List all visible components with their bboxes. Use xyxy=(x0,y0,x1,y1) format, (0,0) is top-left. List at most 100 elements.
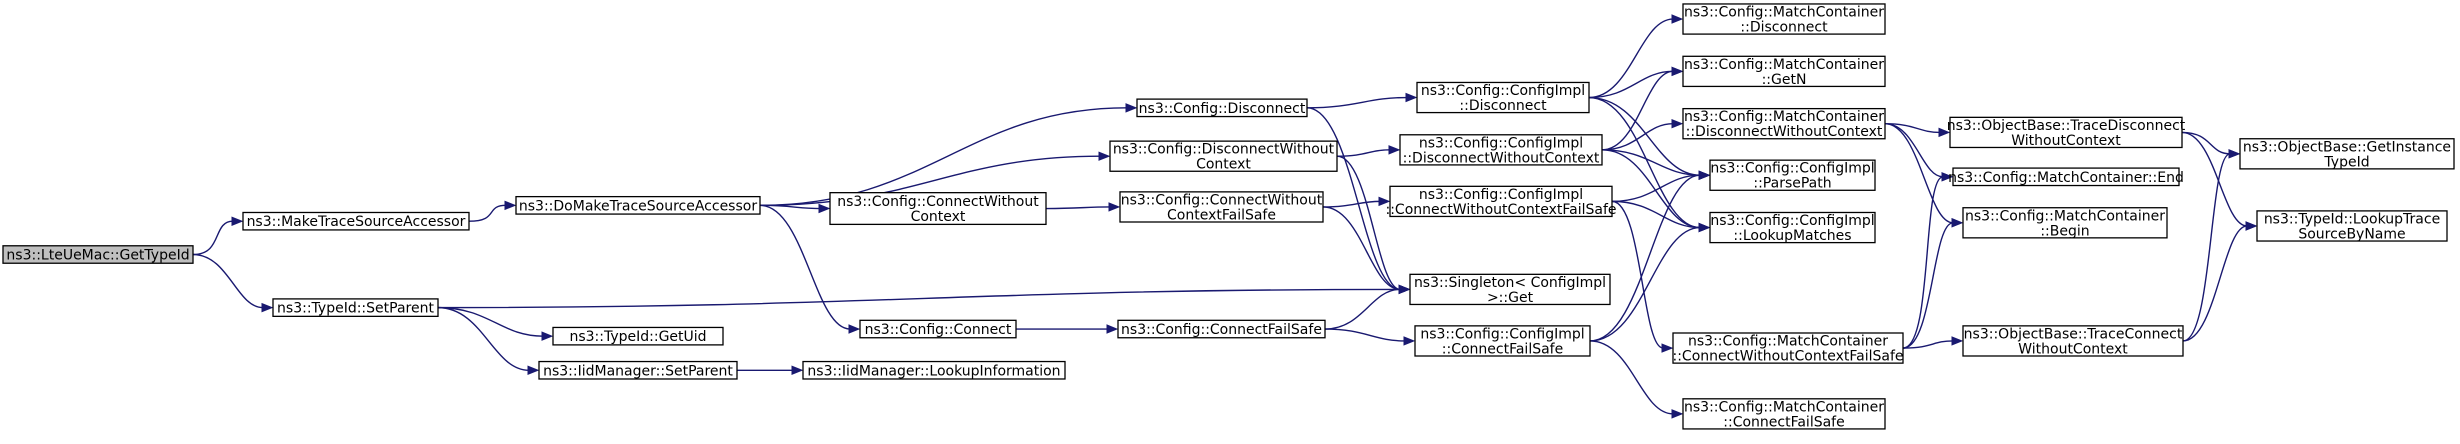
node-objectbase-tracedisconnectwithoutcontext[interactable]: ns3::ObjectBase::TraceDisconnectWithoutC… xyxy=(1947,116,2186,149)
node-label: ::LookupMatches xyxy=(1733,228,1851,244)
arrowhead xyxy=(1671,409,1684,419)
node-box xyxy=(515,195,761,215)
node-label: ns3::Config::ConnectWithout xyxy=(1121,192,1323,208)
edge-configimpl-connectfailsafe-to-configimpl-parsepath xyxy=(1589,170,1711,342)
node-label: ns3::IidManager::SetParent xyxy=(543,363,733,379)
node-label: ns3::MakeTraceSourceAccessor xyxy=(247,214,466,230)
node-iidmanager-lookupinformation[interactable]: ns3::IidManager::LookupInformation xyxy=(802,360,1066,380)
arrowhead xyxy=(1671,14,1684,24)
node-domaketracesourceaccessor[interactable]: ns3::DoMakeTraceSourceAccessor xyxy=(515,195,761,215)
node-label: ns3::Config::MatchContainer xyxy=(1965,208,2165,224)
node-label: ns3::Config::ConnectFailSafe xyxy=(1121,322,1322,338)
node-matchcontainer-disconnect[interactable]: ns3::Config::MatchContainer::Disconnect xyxy=(1682,3,1886,36)
node-label: ns3::Singleton< ConfigImpl xyxy=(1414,275,1606,291)
node-box xyxy=(1672,332,1904,364)
node-label: SourceByName xyxy=(2298,226,2405,242)
node-label: ::Disconnect xyxy=(1740,20,1828,36)
edge-matchcontainer-connectwithoutcontextfailsafe-to-matchcontainer-begin xyxy=(1902,218,1964,349)
node-label: ::DisconnectWithoutContext xyxy=(1686,124,1883,140)
edge-config-connectfailsafe-to-singleton-get xyxy=(1324,284,1411,330)
node-typeid-getuid[interactable]: ns3::TypeId::GetUid xyxy=(552,326,724,346)
node-configimpl-lookupmatches[interactable]: ns3::Config::ConfigImpl::LookupMatches xyxy=(1709,211,1876,244)
node-box xyxy=(1949,116,2183,149)
node-label: TypeId xyxy=(2323,154,2369,170)
node-label: ns3::LteUeMac::GetTypeId xyxy=(6,248,189,264)
edge-lteuemac-gettypeid-to-typeid-setparent xyxy=(192,253,274,313)
node-label: ns3::Config::MatchContainer xyxy=(1688,334,1888,350)
edge-maketracesourceaccessor-to-domaketracesourceaccessor xyxy=(468,200,517,222)
arrowhead xyxy=(1951,218,1964,228)
node-box xyxy=(1136,98,1308,118)
node-lteuemac-gettypeid[interactable]: ns3::LteUeMac::GetTypeId xyxy=(2,245,194,264)
edge-configimpl-disconnectwithoutcontext-to-matchcontainer-disconnectwithoutcontext xyxy=(1601,118,1684,151)
node-label: ns3::Config::Disconnect xyxy=(1139,101,1306,117)
node-box xyxy=(2,245,194,264)
arrowhead xyxy=(1378,196,1391,207)
arrowhead xyxy=(1671,118,1684,129)
node-maketracesourceaccessor[interactable]: ns3::MakeTraceSourceAccessor xyxy=(242,211,470,231)
node-box xyxy=(1709,211,1876,244)
edge-configimpl-connectwithoutcontextfailsafe-to-matchcontainer-connectwithoutcontextfailsafe xyxy=(1611,200,1674,353)
node-box xyxy=(829,192,1047,226)
node-box xyxy=(552,326,724,346)
node-configimpl-disconnect[interactable]: ns3::Config::ConfigImpl::Disconnect xyxy=(1416,81,1590,114)
arrowhead xyxy=(1106,324,1119,334)
node-config-connectwithoutcontext[interactable]: ns3::Config::ConnectWithoutContext xyxy=(829,192,1047,226)
node-config-connectwithoutcontextfailsafe[interactable]: ns3::Config::ConnectWithoutContextFailSa… xyxy=(1119,191,1324,224)
node-config-disconnectwithoutcontext[interactable]: ns3::Config::DisconnectWithoutContext xyxy=(1109,140,1338,173)
node-box xyxy=(272,298,439,317)
node-label: ns3::IidManager::LookupInformation xyxy=(807,363,1060,379)
node-label: ns3::DoMakeTraceSourceAccessor xyxy=(519,198,757,214)
node-typeid-setparent[interactable]: ns3::TypeId::SetParent xyxy=(272,298,439,317)
node-matchcontainer-begin[interactable]: ns3::Config::MatchContainer::Begin xyxy=(1962,207,2168,240)
arrowhead xyxy=(1125,103,1138,113)
node-matchcontainer-getn[interactable]: ns3::Config::MatchContainer::GetN xyxy=(1682,55,1886,88)
node-box xyxy=(1682,398,1886,430)
node-box xyxy=(538,360,738,380)
node-matchcontainer-connectwithoutcontextfailsafe[interactable]: ns3::Config::MatchContainer::ConnectWith… xyxy=(1672,332,1904,365)
node-label: WithoutContext xyxy=(2018,341,2128,357)
node-label: ns3::Config::MatchContainer xyxy=(1684,5,1884,21)
node-iidmanager-setparent[interactable]: ns3::IidManager::SetParent xyxy=(538,360,738,380)
node-configimpl-connectfailsafe[interactable]: ns3::Config::ConfigImpl::ConnectFailSafe xyxy=(1414,325,1591,358)
edge-config-disconnectwithoutcontext-to-singleton-get xyxy=(1336,155,1411,295)
edge-configimpl-disconnectwithoutcontext-to-matchcontainer-getn xyxy=(1601,66,1684,151)
node-box xyxy=(1117,319,1326,339)
edge-domaketracesourceaccessor-to-config-disconnect xyxy=(759,103,1138,207)
node-box xyxy=(1389,185,1613,218)
edge-typeid-setparent-to-typeid-getuid xyxy=(437,306,554,341)
arrowhead xyxy=(1398,284,1411,295)
node-config-connect[interactable]: ns3::Config::Connect xyxy=(859,319,1017,339)
node-config-connectfailsafe[interactable]: ns3::Config::ConnectFailSafe xyxy=(1117,319,1326,339)
node-matchcontainer-disconnectwithoutcontext[interactable]: ns3::Config::MatchContainer::DisconnectW… xyxy=(1682,107,1886,141)
node-matchcontainer-connectfailsafe[interactable]: ns3::Config::MatchContainer::ConnectFail… xyxy=(1682,398,1886,431)
node-objectbase-traceconnectwithoutcontext[interactable]: ns3::ObjectBase::TraceConnectWithoutCont… xyxy=(1962,325,2184,358)
node-box xyxy=(1399,134,1603,166)
edge-lteuemac-gettypeid-to-maketracesourceaccessor xyxy=(192,216,244,256)
node-box xyxy=(1952,167,2180,187)
arrowhead xyxy=(1941,172,1954,182)
node-matchcontainer-end[interactable]: ns3::Config::MatchContainer::End xyxy=(1948,167,2184,187)
node-label: ns3::TypeId::SetParent xyxy=(277,301,434,317)
node-box xyxy=(1416,81,1590,114)
node-label: ns3::ObjectBase::TraceConnect xyxy=(1964,326,2183,342)
edge-configimpl-disconnectwithoutcontext-to-configimpl-parsepath xyxy=(1601,149,1711,180)
edge-config-connect-to-config-connectfailsafe xyxy=(1016,324,1119,334)
arrowhead xyxy=(1098,151,1111,161)
node-configimpl-parsepath[interactable]: ns3::Config::ConfigImpl::ParsePath xyxy=(1709,159,1876,192)
node-config-disconnect[interactable]: ns3::Config::Disconnect xyxy=(1136,98,1308,118)
edge-objectbase-traceconnectwithoutcontext-to-objectbase-getinstancetypeid xyxy=(2182,149,2241,342)
node-configimpl-disconnectwithoutcontext[interactable]: ns3::Config::ConfigImpl::DisconnectWitho… xyxy=(1399,134,1603,167)
node-box xyxy=(1709,159,1876,191)
node-configimpl-connectwithoutcontextfailsafe[interactable]: ns3::Config::ConfigImpl::ConnectWithoutC… xyxy=(1385,185,1617,218)
edge-config-connectfailsafe-to-configimpl-connectfailsafe xyxy=(1324,328,1416,346)
node-box xyxy=(1682,55,1886,88)
arrowhead xyxy=(261,302,274,313)
node-label: ContextFailSafe xyxy=(1167,207,1276,223)
node-label: Context xyxy=(911,209,966,225)
node-label: ::DisconnectWithoutContext xyxy=(1403,150,1600,166)
arrowhead xyxy=(848,324,861,334)
node-singleton-get[interactable]: ns3::Singleton< ConfigImpl>::Get xyxy=(1409,273,1611,306)
